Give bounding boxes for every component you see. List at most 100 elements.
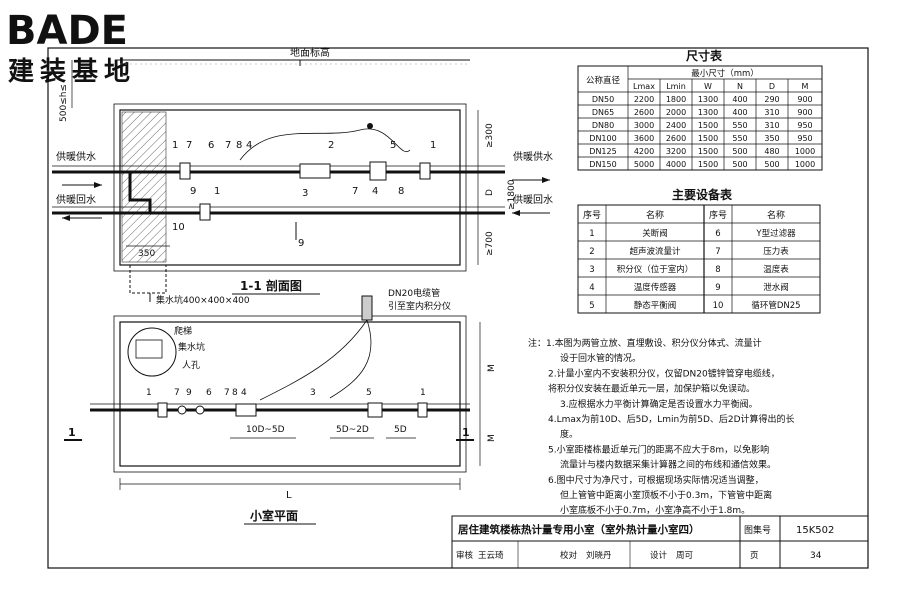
size-cell-0-4: 400 [732, 95, 747, 104]
size-cell-3-1: 3600 [634, 134, 654, 143]
chamber-plan [119, 321, 461, 467]
equip-table-title: 主要设备表 [672, 187, 733, 202]
valve-1-sec [179, 162, 191, 180]
sec-callout-11: 3 [302, 188, 308, 199]
review-label: 审核 [456, 550, 474, 561]
dim-700: ≥700 [485, 231, 495, 256]
manhole-label: 人孔 [182, 360, 200, 371]
section-view: 地面标高 1 7 6 7 8 [52, 46, 553, 306]
chamber-outer [113, 103, 467, 272]
equip-cell-3-1: 温度传感器 [634, 282, 677, 293]
supply-left-label: 供暖供水 [56, 150, 96, 163]
review-name: 王云琦 [478, 551, 504, 561]
section-title: 1-1 剖面图 [240, 278, 302, 293]
brand-logo: BADE 建装基地 [6, 8, 130, 87]
equip-cell-4-2: 10 [713, 301, 724, 311]
sec-callout-1: 7 [186, 140, 192, 151]
size-cell-3-2: 2600 [666, 134, 686, 143]
equip-cell-4-3: 循环管DN25 [751, 300, 800, 311]
page-number: 34 [810, 551, 822, 561]
size-cell-4-3: 1500 [698, 147, 718, 156]
size-cell-2-2: 2400 [666, 121, 686, 130]
equip-cell-0-1: 关断阀 [642, 228, 668, 239]
size-cell-1-1: 2600 [634, 108, 654, 117]
dim-5D2D: 5D~2D [336, 425, 369, 435]
size-cell-0-5: 290 [764, 95, 779, 104]
size-col-group: 最小尺寸（mm） [691, 68, 759, 79]
dim-L: L [286, 490, 292, 501]
equip-header-2: 序号 [709, 209, 727, 221]
note-line-10: 但上管管中距离小室顶板不小于0.3m，下管管中距离 [560, 489, 772, 501]
size-header-2: W [704, 82, 712, 91]
equip-cell-0-3: Y型过滤器 [755, 228, 796, 239]
sec-callout-6: 2 [328, 140, 334, 151]
equip-cell-2-2: 8 [715, 265, 720, 275]
size-cell-2-5: 310 [764, 121, 779, 130]
size-cell-5-1: 5000 [634, 160, 654, 169]
sump-pit [129, 264, 167, 294]
supply-right-label: 供暖供水 [513, 150, 553, 163]
sec-callout-13: 4 [372, 186, 378, 197]
sec-callout-10: 1 [214, 186, 220, 197]
plan-callout-8: 5 [366, 388, 372, 398]
note-line-8: 流量计与楼内数据采集计算器之间的布线和通信效果。 [560, 459, 776, 471]
plan-callout-4: 7 [224, 388, 230, 398]
size-cell-2-6: 950 [797, 121, 812, 130]
dim-10D5D: 10D~5D [246, 425, 285, 435]
size-cell-5-4: 500 [732, 160, 747, 169]
sec-callout-12: 7 [352, 186, 358, 197]
size-cell-3-0: DN100 [589, 134, 616, 143]
plan-title: 小室平面 [250, 508, 298, 523]
valve-1b-sec [419, 162, 431, 180]
size-cell-0-2: 1800 [666, 95, 686, 104]
plan-callout-2: 9 [186, 388, 192, 398]
size-cell-1-6: 900 [797, 108, 812, 117]
size-cell-2-4: 550 [732, 121, 747, 130]
ladder-label: 爬梯 [174, 325, 192, 337]
atlas-number: 15K502 [796, 525, 834, 536]
note-line-6: 度。 [560, 428, 578, 440]
equip-header-1: 名称 [646, 209, 664, 221]
equip-header-3: 名称 [767, 209, 785, 221]
size-cell-4-5: 480 [764, 147, 779, 156]
sec-callout-14: 8 [398, 186, 404, 197]
equip-cell-3-3: 泄水阀 [763, 282, 789, 293]
sec-callout-7: 5 [390, 140, 396, 151]
recirc-pipe [128, 172, 152, 213]
pit-label: 集水坑400×400×400 [156, 294, 250, 306]
size-cell-1-5: 310 [764, 108, 779, 117]
sec-callout-2: 6 [208, 140, 214, 151]
size-cell-5-2: 4000 [666, 160, 686, 169]
notes-block: 注：1.本图为两管立放、直埋敷设、积分仪分体式、流量计设于回水管的情况。2.计量… [528, 337, 795, 516]
cut-mark-left: 1 [68, 426, 76, 439]
cable-label-2: 引至室内积分仪 [388, 300, 451, 312]
pit-plan-label: 集水坑 [178, 341, 205, 353]
note-line-4: 3.应根据水力平衡计算确定是否设置水力平衡阀。 [560, 398, 758, 410]
size-cell-3-6: 950 [797, 134, 812, 143]
note-line-1: 设于回水管的情况。 [560, 352, 641, 364]
valve-return-sec [199, 203, 211, 221]
size-cell-5-0: DN150 [589, 160, 616, 169]
note-line-11: 小室底板不小于0.7m，小室净高不小于1.8m。 [560, 504, 750, 516]
dim-M2: M [487, 434, 497, 442]
balance-valve-sec [369, 161, 387, 181]
size-cell-0-0: DN50 [592, 95, 614, 104]
title-block: 居住建筑楼栋热计量专用小室（室外热计量小室四） 图集号 15K502 审核 王云… [451, 515, 869, 569]
equip-cell-0-2: 6 [715, 229, 720, 239]
size-table-title: 尺寸表 [686, 48, 723, 63]
ladder-plan [135, 339, 163, 359]
dim-350: 350 [138, 249, 155, 259]
sec-callout-4: 8 [236, 140, 242, 151]
note-line-7: 5.小室距楼栋最近单元门的距离不应大于8m，以免影响 [548, 443, 769, 455]
equip-cell-4-0: 5 [589, 301, 594, 311]
size-cell-4-1: 4200 [634, 147, 654, 156]
size-cell-2-3: 1500 [698, 121, 718, 130]
size-cell-4-4: 500 [732, 147, 747, 156]
note-line-9: 6.图中尺寸为净尺寸，可根据现场实际情况适当调整， [548, 474, 764, 486]
return-right-label: 供暖回水 [513, 193, 553, 206]
size-cell-1-0: DN65 [592, 108, 614, 117]
note-line-0: 注：1.本图为两管立放、直埋敷设、积分仪分体式、流量计 [528, 337, 762, 349]
section-callouts: 1 7 6 7 8 4 2 5 1 9 1 3 7 4 8 9 10 [172, 140, 436, 249]
